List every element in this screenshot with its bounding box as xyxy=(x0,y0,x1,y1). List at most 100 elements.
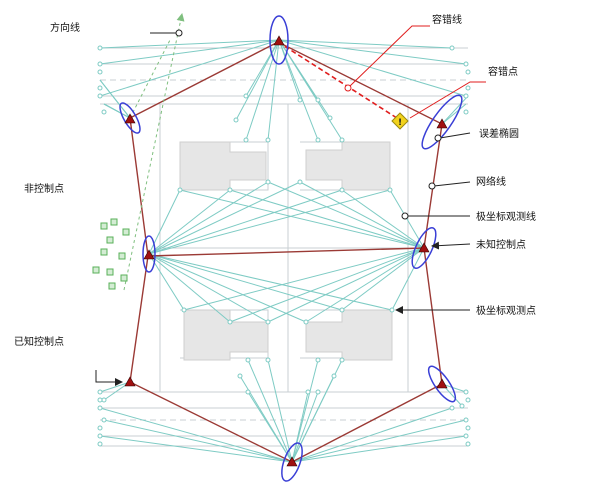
network-node xyxy=(97,405,103,411)
network-lines xyxy=(99,39,469,463)
network-line xyxy=(148,253,231,323)
network-node xyxy=(463,109,469,115)
building-bottom-left xyxy=(183,309,269,361)
network-node xyxy=(101,417,107,423)
annotation-labels: 方向线 容错线 容错点 误差椭圆 网络线 极坐标观测线 未知控制点 极坐标观测点… xyxy=(14,13,536,348)
network-line xyxy=(305,247,425,323)
network-line xyxy=(183,247,425,311)
network-line xyxy=(291,419,467,463)
error-ellipse xyxy=(411,227,437,269)
network-node xyxy=(459,403,465,409)
network-node xyxy=(465,425,471,431)
network-node xyxy=(227,187,233,193)
non-control-point-cluster xyxy=(92,218,130,290)
network-node xyxy=(233,117,239,123)
network-line xyxy=(441,95,469,125)
control-traverse xyxy=(129,41,443,463)
network-node xyxy=(463,389,469,395)
tolerance-line xyxy=(277,41,401,121)
svg-text:!: ! xyxy=(398,118,402,128)
network-node xyxy=(243,93,249,99)
network-line xyxy=(148,253,307,323)
network-node xyxy=(463,417,469,423)
network-node xyxy=(265,179,271,185)
network-line xyxy=(148,189,231,255)
triangle-marker-icon xyxy=(436,378,448,389)
network-line xyxy=(267,181,425,249)
building-top-left xyxy=(179,141,267,191)
error-ellipse xyxy=(119,102,141,134)
network-node xyxy=(97,433,103,439)
error-ellipse xyxy=(269,15,289,65)
square-marker-icon xyxy=(106,236,114,244)
network-line xyxy=(103,419,293,463)
network-node xyxy=(339,187,345,193)
network-line xyxy=(148,189,343,255)
network-line xyxy=(99,381,131,393)
triangle-marker-icon xyxy=(124,113,136,124)
network-node xyxy=(97,397,103,403)
network-node xyxy=(303,319,309,325)
network-node xyxy=(245,389,251,395)
network-node xyxy=(465,85,471,91)
network-line xyxy=(148,253,393,311)
network-line xyxy=(299,181,425,249)
network-line xyxy=(291,407,453,463)
network-line xyxy=(291,359,319,463)
network-line xyxy=(391,247,425,311)
label-tolerance-point: 容错点 xyxy=(488,65,518,78)
network-node xyxy=(227,319,233,325)
building-blocks xyxy=(179,141,393,361)
network-node xyxy=(305,389,311,395)
network-line xyxy=(441,383,467,393)
network-line xyxy=(229,247,425,323)
network-node xyxy=(97,441,103,447)
network-node xyxy=(97,425,103,431)
network-node xyxy=(97,93,103,99)
network-line xyxy=(99,39,280,49)
network-node xyxy=(297,179,303,185)
square-marker-icon xyxy=(120,274,128,282)
network-node xyxy=(339,357,345,363)
error-ellipse xyxy=(421,94,463,150)
network-line xyxy=(99,79,131,119)
network-node xyxy=(181,307,187,313)
direction-line xyxy=(123,13,185,291)
network-node xyxy=(243,137,249,143)
network-line xyxy=(99,407,293,463)
label-network-line: 网络线 xyxy=(476,175,506,188)
triangle-marker-icon xyxy=(286,456,298,467)
network-node xyxy=(101,109,107,115)
network-node xyxy=(97,45,103,51)
square-marker-icon xyxy=(92,266,100,274)
label-direction-line: 方向线 xyxy=(50,21,80,34)
network-line xyxy=(278,39,331,119)
square-marker-icon xyxy=(100,248,108,256)
label-error-ellipse: 误差椭圆 xyxy=(479,127,519,140)
network-node xyxy=(339,307,345,313)
control-points xyxy=(124,35,448,467)
label-polar-line: 极坐标观测线 xyxy=(476,210,536,223)
square-marker-icon xyxy=(108,282,116,290)
triangle-marker-icon xyxy=(436,118,448,129)
network-node xyxy=(389,307,395,313)
network-node xyxy=(97,69,103,75)
network-node xyxy=(265,137,271,143)
network-line xyxy=(278,39,453,49)
network-node xyxy=(97,61,103,67)
network-node xyxy=(245,357,251,363)
network-line xyxy=(441,103,467,125)
network-line xyxy=(103,103,131,119)
network-line xyxy=(278,39,467,97)
network-node xyxy=(315,137,321,143)
network-line xyxy=(267,39,280,141)
label-non-control: 非控制点 xyxy=(24,182,64,195)
network-line xyxy=(148,253,269,323)
label-unknown-control: 未知控制点 xyxy=(476,238,526,251)
square-marker-icon xyxy=(122,228,130,236)
network-line xyxy=(99,39,280,65)
network-node xyxy=(97,85,103,91)
network-line xyxy=(341,247,425,311)
triangle-marker-icon xyxy=(143,249,155,260)
network-node xyxy=(463,61,469,67)
